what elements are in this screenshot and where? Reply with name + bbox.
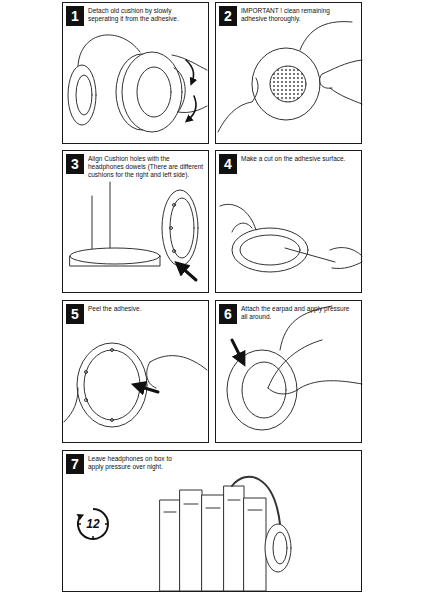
ear-cushion-inner	[137, 67, 171, 117]
clock-number: 12	[75, 506, 111, 542]
stand-base	[70, 248, 160, 264]
ear-cup	[252, 48, 320, 120]
step-panel: Attach the earpad and apply pressure all…	[215, 300, 362, 443]
dowel-hole	[170, 227, 173, 230]
instruction-text: Make a cut on the adhesive surface.	[241, 155, 356, 163]
hand	[330, 248, 362, 256]
instruction-text: IMPORTANT ! clean remaining adhesive tho…	[241, 7, 356, 23]
ear-cushion	[122, 52, 182, 132]
headband	[232, 477, 280, 524]
step-number: 1	[66, 6, 84, 26]
instruction-text: Detach old cushion by slowly seperating …	[88, 7, 203, 23]
step-number-text: 3	[66, 154, 84, 174]
book	[244, 498, 266, 591]
step-panel: Leave headphones on box to apply pressur…	[62, 450, 362, 592]
dowel-hole	[111, 419, 114, 422]
ear-cup-ring-inner	[84, 350, 140, 420]
hand	[232, 223, 252, 232]
step-number: 7	[66, 454, 84, 474]
book	[180, 490, 202, 591]
motion-arrow	[186, 60, 194, 82]
speaker-grille	[270, 66, 306, 102]
step-number-text: 6	[219, 304, 237, 324]
thumb	[268, 340, 322, 388]
step-panel: Peel the adhesive. 5	[62, 300, 209, 443]
hand	[268, 381, 362, 394]
ear-cup	[162, 190, 198, 266]
knife	[285, 248, 335, 262]
step-number-text: 2	[219, 6, 237, 26]
dowel-hole	[85, 399, 88, 402]
step-panel: IMPORTANT ! clean remaining adhesive tho…	[215, 2, 362, 144]
ear-cup-inner	[76, 75, 92, 115]
step-number: 3	[66, 154, 84, 174]
motion-arrow	[188, 96, 196, 120]
instruction-text: Align Cushion holes with the headphones …	[88, 155, 205, 178]
step-panel: Make a cut on the adhesive surface. 4	[215, 150, 362, 293]
step-number: 6	[219, 304, 237, 324]
hand	[147, 362, 156, 388]
hand	[320, 60, 362, 88]
hand	[64, 388, 78, 422]
book-spine	[164, 500, 262, 512]
step-number-text: 1	[66, 6, 84, 26]
step-number-text: 7	[66, 454, 84, 474]
hand	[218, 78, 258, 132]
clock-symbol: 12	[75, 506, 111, 542]
step-panel: Detach old cushion by slowly seperating …	[62, 2, 209, 144]
ear-cup-inner	[170, 198, 194, 258]
dowel-hole	[85, 371, 88, 374]
stand-post	[110, 182, 111, 250]
hand	[178, 106, 207, 113]
book	[160, 500, 180, 591]
pointer-arrow	[180, 266, 196, 280]
book	[224, 486, 244, 591]
pointer-arrow	[232, 340, 242, 360]
hand	[174, 68, 185, 112]
ear-cup	[265, 524, 291, 572]
step-number-text: 4	[219, 154, 237, 174]
step-number-text: 5	[66, 304, 84, 324]
headband	[300, 22, 352, 50]
clock-arrow-head	[77, 514, 85, 520]
instruction-text: Peel the adhesive.	[88, 305, 203, 313]
dowel-hole	[173, 250, 176, 253]
ear-cup	[68, 65, 96, 125]
stand-post	[92, 196, 93, 250]
pointer-arrow	[138, 386, 158, 392]
hand	[332, 262, 362, 269]
dowel-hole	[111, 349, 114, 352]
step-number: 4	[219, 154, 237, 174]
instruction-text: Attach the earpad and apply pressure all…	[241, 305, 356, 321]
headband	[280, 306, 332, 350]
ear-cup-ring	[77, 343, 147, 427]
ear-cushion	[227, 350, 297, 430]
dowel-hole	[173, 204, 176, 207]
ear-cup-inner	[273, 532, 287, 564]
step-number: 2	[219, 6, 237, 26]
step-number: 5	[66, 304, 84, 324]
hand	[150, 356, 207, 370]
instruction-text: Leave headphones on box to apply pressur…	[88, 455, 183, 471]
book	[202, 495, 224, 591]
ear-cushion-inner	[242, 362, 286, 418]
hand	[330, 88, 362, 104]
step-panel: Align Cushion holes with the headphones …	[62, 150, 209, 293]
ear-cushion	[232, 228, 308, 272]
